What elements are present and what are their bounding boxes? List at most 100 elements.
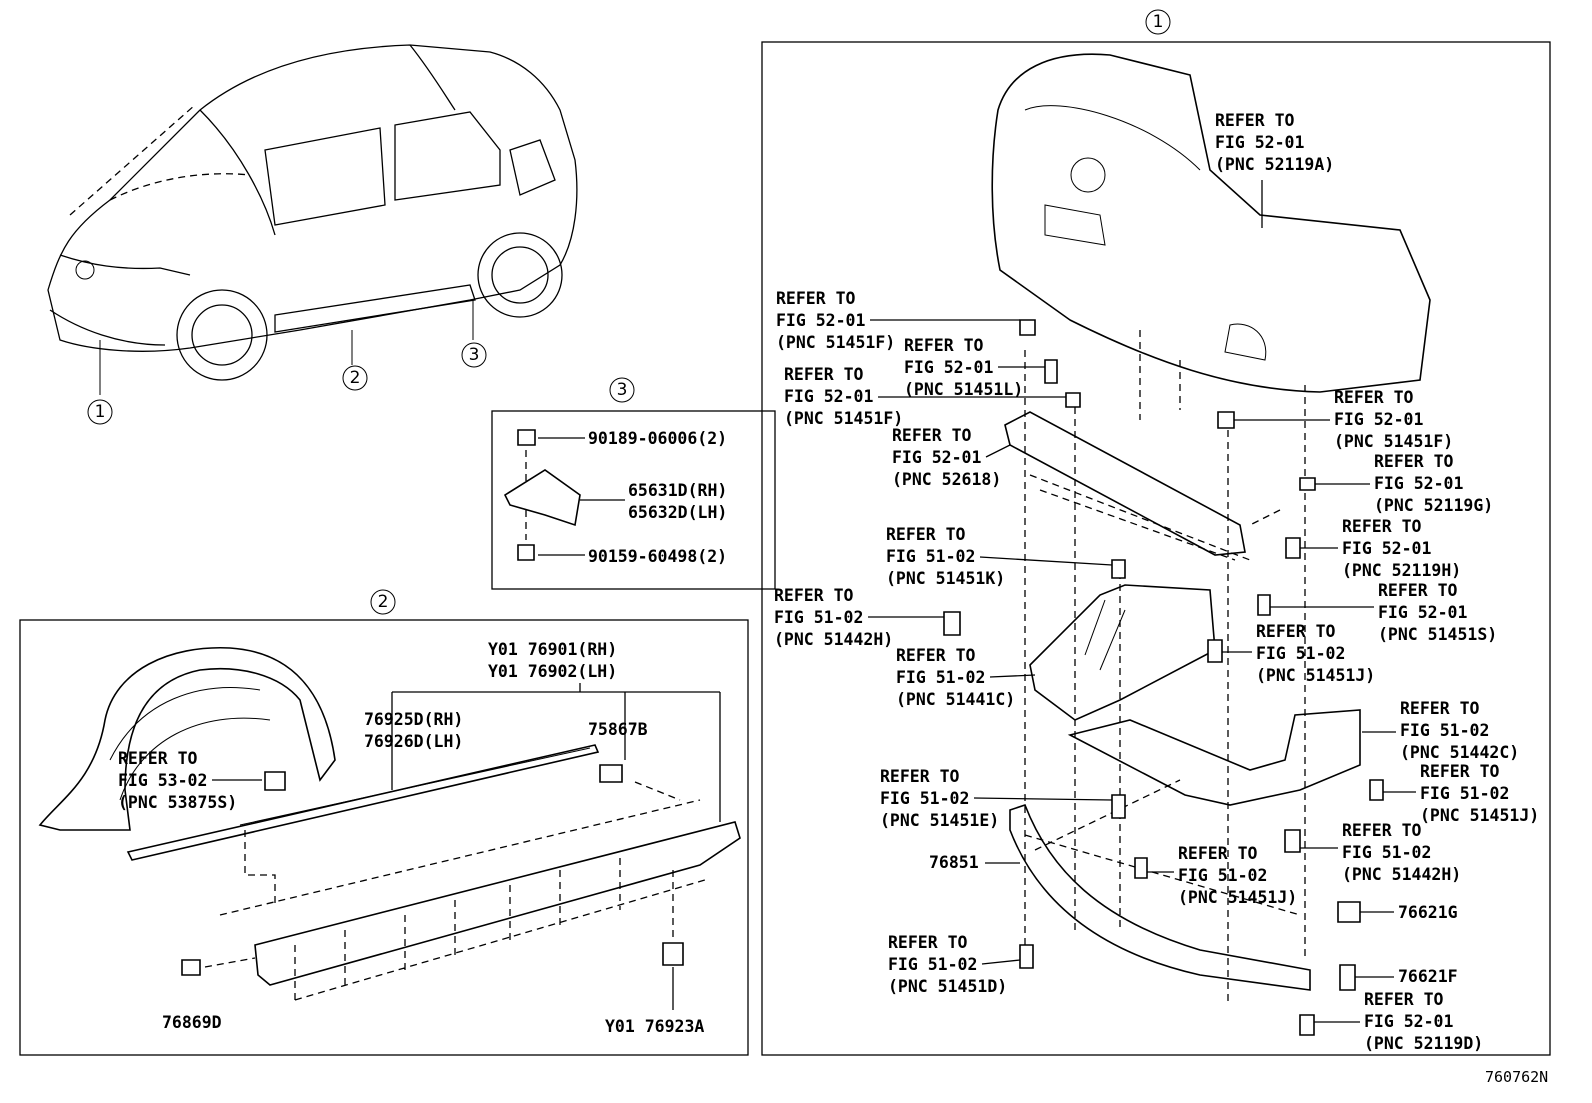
refer-fig-label: FIG 51-02 <box>1400 721 1489 740</box>
clip-icon <box>264 771 286 791</box>
refer-to-label: REFER TO <box>784 365 864 384</box>
refer-to-label: REFER TO <box>880 767 960 786</box>
refer-fig-label: FIG 52-01 <box>776 311 865 330</box>
overview-callout-2: 2 <box>342 365 368 391</box>
screw-icon <box>517 429 536 446</box>
callout-51442C: REFER TO FIG 51-02 (PNC 51442C) <box>1362 699 1519 762</box>
section-2-frame <box>19 619 749 1056</box>
refer-to-label: REFER TO <box>774 586 854 605</box>
refer-pnc-label: (PNC 51451J) <box>1178 888 1297 907</box>
part-label: 76621G <box>1398 903 1458 922</box>
refer-pnc-label: (PNC 51442H) <box>774 630 893 649</box>
bumper-cover-icon <box>991 53 1431 393</box>
callout-51451S: REFER TO FIG 52-01 (PNC 51451S) <box>1270 581 1497 644</box>
refer-fig-label: FIG 51-02 <box>1178 866 1267 885</box>
refer-fig-label: FIG 52-01 <box>904 358 993 377</box>
screw-icon <box>181 959 201 976</box>
refer-to-label: REFER TO <box>886 525 966 544</box>
refer-to-label: REFER TO <box>1400 699 1480 718</box>
refer-pnc-label: (PNC 52119G) <box>1374 496 1493 515</box>
refer-fig-label: FIG 53-02 <box>118 771 207 790</box>
callout-52119H: REFER TO FIG 52-01 (PNC 52119H) <box>1300 517 1461 580</box>
callout-51451F-left: REFER TO FIG 52-01 (PNC 51451F) <box>776 289 1020 352</box>
refer-pnc-label: (PNC 51451L) <box>904 380 1023 399</box>
refer-fig-label: FIG 51-02 <box>896 668 985 687</box>
callout-52618: REFER TO FIG 52-01 (PNC 52618) <box>892 426 1011 489</box>
callout-76621G: 76621G <box>1360 903 1458 922</box>
section-2-rocker-panel: 2 REFER TO FIG 53-02 (PNC 53875S) Y01 76… <box>19 589 749 1056</box>
fender-liner-icon <box>38 646 336 831</box>
part-label: 90189-06006(2) <box>588 429 727 448</box>
fastener-icons <box>943 319 1384 1036</box>
part-label: 65632D(LH) <box>628 503 727 522</box>
callout-76621F: 76621F <box>1355 967 1458 986</box>
refer-to-label: REFER TO <box>892 426 972 445</box>
refer-fig-label: FIG 51-02 <box>774 608 863 627</box>
refer-to-label: REFER TO <box>904 336 984 355</box>
refer-pnc-label: (PNC 51451E) <box>880 811 999 830</box>
part-label: 2 <box>350 368 361 388</box>
callout-51442H-right: REFER TO FIG 51-02 (PNC 51442H) <box>1300 821 1461 884</box>
part-label: 76925D(RH) <box>364 710 463 729</box>
refer-to-label: REFER TO <box>1334 388 1414 407</box>
refer-pnc-label: (PNC 51451F) <box>776 333 895 352</box>
refer-fig-label: FIG 51-02 <box>1256 644 1345 663</box>
refer-pnc-label: (PNC 52119D) <box>1364 1034 1483 1053</box>
refer-fig-label: FIG 51-02 <box>888 955 977 974</box>
callout-52119D: REFER TO FIG 52-01 (PNC 52119D) <box>1314 990 1483 1053</box>
section-3-frame <box>491 410 776 590</box>
callout-52119G: REFER TO FIG 52-01 (PNC 52119G) <box>1315 452 1493 515</box>
refer-pnc-label: (PNC 51451K) <box>886 569 1005 588</box>
callout-51451F-right: REFER TO FIG 52-01 (PNC 51451F) <box>1234 388 1453 451</box>
section-2-marker: 2 <box>378 592 389 612</box>
refer-pnc-label: (PNC 52119A) <box>1215 155 1334 174</box>
clip-icon <box>599 764 623 783</box>
refer-pnc-label: (PNC 51451J) <box>1420 806 1539 825</box>
part-label: 75867B <box>588 720 648 739</box>
refer-fig-label: FIG 52-01 <box>892 448 981 467</box>
callout-76851: 76851 <box>929 853 1020 872</box>
refer-to-label: REFER TO <box>1420 762 1500 781</box>
part-label: 65631D(RH) <box>628 481 727 500</box>
refer-fig-label: FIG 51-02 <box>1420 784 1509 803</box>
refer-to-label: REFER TO <box>1342 821 1422 840</box>
refer-pnc-label: (PNC 51442H) <box>1342 865 1461 884</box>
refer-fig-label: FIG 52-01 <box>1334 410 1423 429</box>
section-1-front-bumper: 1 REFER TO FIG 52-01 (PNC 52119A) <box>761 9 1551 1056</box>
refer-fig-label: FIG 51-02 <box>880 789 969 808</box>
part-label: 76851 <box>929 853 979 872</box>
overview-callout-1: 1 <box>87 399 113 425</box>
refer-to-label: REFER TO <box>1378 581 1458 600</box>
section-3-mudguard: 3 90189-06006(2) 65631D(RH) 65632D(LH) 9… <box>491 377 776 590</box>
refer-fig-label: FIG 52-01 <box>784 387 873 406</box>
refer-to-label: REFER TO <box>888 933 968 952</box>
callout-51441C: REFER TO FIG 51-02 (PNC 51441C) <box>896 646 1036 709</box>
callout-51451L: REFER TO FIG 52-01 (PNC 51451L) <box>904 336 1045 399</box>
engine-under-cover-icon <box>1029 584 1216 721</box>
callout-51451J-mid: REFER TO FIG 51-02 (PNC 51451J) <box>1222 622 1375 685</box>
refer-fig-label: FIG 52-01 <box>1374 474 1463 493</box>
screw-icon <box>517 544 535 561</box>
part-label: 90159-60498(2) <box>588 547 727 566</box>
refer-to-label: REFER TO <box>896 646 976 665</box>
callout-51451K: REFER TO FIG 51-02 (PNC 51451K) <box>886 525 1113 588</box>
callout-51451D: REFER TO FIG 51-02 (PNC 51451D) <box>888 933 1021 996</box>
vehicle-illustration <box>47 44 578 395</box>
refer-to-label: REFER TO <box>776 289 856 308</box>
section-1-frame <box>761 41 1551 1056</box>
overview-callout-3: 3 <box>461 342 487 368</box>
callout-51451J-right: REFER TO FIG 51-02 (PNC 51451J) <box>1383 762 1539 825</box>
refer-to-label: REFER TO <box>1178 844 1258 863</box>
lip-spoiler-icon <box>1009 803 1311 991</box>
refer-pnc-label: (PNC 51451S) <box>1378 625 1497 644</box>
refer-fig-label: FIG 51-02 <box>1342 843 1431 862</box>
refer-pnc-label: (PNC 52618) <box>892 470 1001 489</box>
refer-pnc-label: (PNC 51441C) <box>896 690 1015 709</box>
part-label: 76926D(LH) <box>364 732 463 751</box>
refer-fig-label: FIG 52-01 <box>1364 1012 1453 1031</box>
refer-pnc-label: (PNC 51451D) <box>888 977 1007 996</box>
part-label: 76621F <box>1398 967 1458 986</box>
under-cover-rear-icon <box>1067 709 1361 806</box>
callout-51442H-left: REFER TO FIG 51-02 (PNC 51442H) <box>774 586 944 649</box>
section-1-marker: 1 <box>1153 12 1164 32</box>
